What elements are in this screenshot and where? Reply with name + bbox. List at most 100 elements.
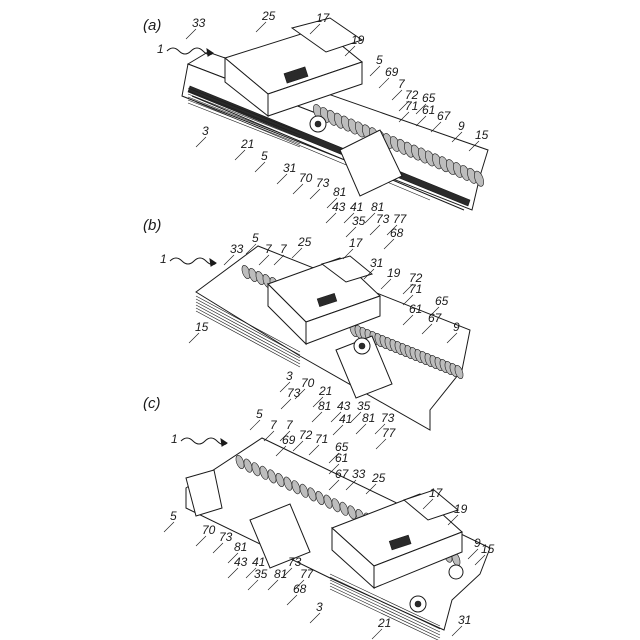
leader-line bbox=[431, 122, 441, 132]
leader-line bbox=[224, 255, 234, 265]
reference-numeral: 81 bbox=[362, 411, 375, 425]
leader-line bbox=[326, 213, 336, 223]
reference-numeral: 77 bbox=[300, 567, 315, 581]
pointer-arrow bbox=[170, 258, 216, 265]
leader-line bbox=[292, 248, 302, 258]
reference-numeral: 61 bbox=[335, 451, 348, 465]
panel-label: (c) bbox=[143, 395, 161, 412]
reference-numeral: 31 bbox=[370, 256, 383, 270]
reference-numeral: 65 bbox=[435, 294, 449, 308]
reference-numeral: 69 bbox=[385, 65, 399, 79]
reference-numeral: 9 bbox=[453, 320, 460, 334]
reference-numeral: 21 bbox=[377, 616, 391, 630]
leader-line bbox=[256, 22, 266, 32]
reference-numeral: 67 bbox=[428, 311, 443, 325]
reference-numeral: 25 bbox=[297, 235, 312, 249]
reference-numeral: 81 bbox=[274, 567, 287, 581]
bearing-core bbox=[315, 121, 321, 127]
reference-numeral: 5 bbox=[261, 149, 268, 163]
panel-label: (a) bbox=[143, 17, 161, 34]
reference-numeral: 67 bbox=[335, 467, 350, 481]
reference-numeral: 5 bbox=[252, 231, 259, 245]
leader-line bbox=[370, 66, 380, 76]
reference-numeral: 15 bbox=[481, 542, 495, 556]
reference-numeral: 70 bbox=[299, 171, 313, 185]
reference-numeral: 25 bbox=[371, 471, 386, 485]
panel-b: (b)1577253317311972716165679153707321814… bbox=[143, 217, 470, 449]
leader-line bbox=[310, 189, 320, 199]
reference-numeral: 77 bbox=[382, 426, 397, 440]
reference-numeral: 15 bbox=[195, 320, 209, 334]
leader-line bbox=[309, 445, 319, 455]
leader-line bbox=[264, 431, 274, 441]
reference-numeral: 33 bbox=[192, 16, 206, 30]
reference-numeral: 7 bbox=[286, 418, 294, 432]
reference-numeral: 68 bbox=[390, 226, 404, 240]
reference-numeral: 35 bbox=[254, 567, 268, 581]
reference-numeral: 69 bbox=[282, 433, 296, 447]
leader-line bbox=[392, 90, 402, 100]
bearing-core bbox=[359, 343, 365, 349]
reference-numeral: 73 bbox=[287, 386, 301, 400]
panel-c: (c)1577697271656167332517195707381434135… bbox=[143, 395, 495, 640]
leader-line bbox=[365, 213, 375, 223]
leader-line bbox=[356, 424, 366, 434]
reference-numeral: 33 bbox=[230, 242, 244, 256]
reference-numeral: 68 bbox=[293, 582, 307, 596]
panel-label: (b) bbox=[143, 217, 161, 234]
reference-numeral: 21 bbox=[318, 384, 332, 398]
reference-numeral: 73 bbox=[376, 212, 390, 226]
leader-line bbox=[384, 239, 394, 249]
leader-line bbox=[379, 78, 389, 88]
reference-numeral: 19 bbox=[387, 266, 401, 280]
reference-numeral: 5 bbox=[256, 407, 263, 421]
leader-line bbox=[381, 279, 391, 289]
reference-numeral: 81 bbox=[333, 185, 346, 199]
leader-line bbox=[164, 522, 174, 532]
reference-numeral: 17 bbox=[429, 486, 444, 500]
reference-numeral: 43 bbox=[332, 200, 346, 214]
leader-line bbox=[268, 580, 278, 590]
leader-line bbox=[277, 174, 287, 184]
reference-numeral: 81 bbox=[234, 540, 247, 554]
reference-numeral: 67 bbox=[437, 109, 452, 123]
reference-numeral: 5 bbox=[376, 53, 383, 67]
reference-numeral: 73 bbox=[381, 411, 395, 425]
arrowhead bbox=[221, 439, 227, 446]
reference-numeral: 61 bbox=[422, 103, 435, 117]
leader-line bbox=[370, 225, 380, 235]
leader-line bbox=[250, 420, 260, 430]
leader-line bbox=[196, 536, 206, 546]
reference-numeral: 15 bbox=[475, 128, 489, 142]
reference-numeral: 1 bbox=[171, 432, 178, 446]
reference-numeral: 1 bbox=[157, 42, 164, 56]
leader-line bbox=[186, 29, 196, 39]
leader-line bbox=[312, 412, 322, 422]
reference-numeral: 17 bbox=[316, 11, 331, 25]
reference-numeral: 9 bbox=[474, 536, 481, 550]
reference-numeral: 5 bbox=[170, 509, 177, 523]
pointer-arrow bbox=[167, 48, 213, 55]
reference-numeral: 31 bbox=[458, 613, 471, 627]
reference-numeral: 72 bbox=[299, 428, 313, 442]
reference-numeral: 31 bbox=[283, 161, 296, 175]
leader-line bbox=[255, 162, 265, 172]
reference-numeral: 71 bbox=[409, 282, 422, 296]
reference-numeral: 43 bbox=[337, 399, 351, 413]
reference-numeral: 1 bbox=[160, 252, 167, 266]
reference-numeral: 33 bbox=[352, 467, 366, 481]
reference-numeral: 19 bbox=[351, 33, 365, 47]
reference-numeral: 3 bbox=[286, 369, 293, 383]
leader-line bbox=[235, 150, 245, 160]
reference-numeral: 21 bbox=[240, 137, 254, 151]
reference-numeral: 73 bbox=[316, 176, 330, 190]
reference-numeral: 3 bbox=[202, 124, 209, 138]
leader-line bbox=[228, 568, 238, 578]
reference-numeral: 3 bbox=[316, 600, 323, 614]
leader-line bbox=[293, 184, 303, 194]
reference-numeral: 9 bbox=[458, 119, 465, 133]
pointer-arrow bbox=[181, 438, 227, 445]
bearing bbox=[449, 565, 463, 579]
